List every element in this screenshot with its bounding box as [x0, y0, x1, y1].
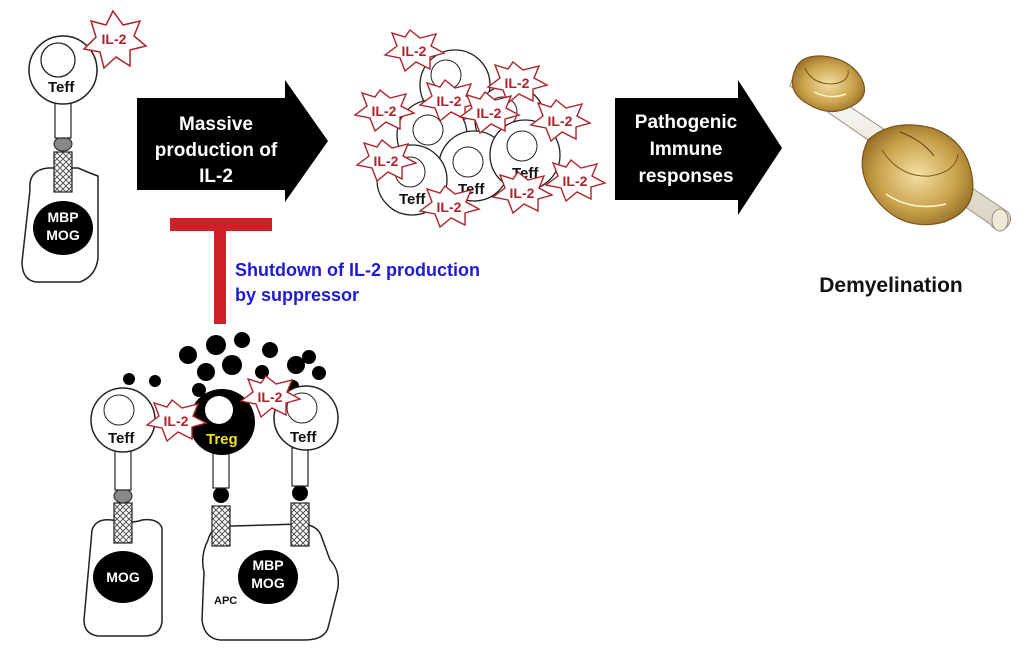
il2-star-bottom-left: IL-2 [145, 398, 208, 443]
il2-label: IL-2 [102, 31, 127, 47]
teff-label-left: Teff [108, 430, 135, 447]
il2-label-c3: IL-2 [437, 93, 462, 109]
demyelinated-nerve-image [789, 55, 1012, 232]
pathogenic-text-line3: responses [638, 166, 733, 187]
antigen-mog-disc-left [93, 551, 153, 603]
antigen-mbp-mog-disc [33, 201, 93, 255]
il2-star-cluster-9: IL-2 [491, 170, 554, 215]
il2-star-bottom-right: IL-2 [239, 374, 302, 419]
teff-nucleus-left [103, 394, 135, 426]
antigen-mog-label-left: MOG [106, 569, 140, 585]
massive-production-arrow: Massive production of IL-2 [137, 80, 328, 202]
mhc-mesh [53, 151, 73, 193]
il2-label-b1: IL-2 [164, 413, 189, 429]
arrow-text-line1: Massive [179, 114, 253, 135]
tcr-stalk-right [291, 447, 309, 487]
peptide-node-treg [213, 487, 229, 503]
il2-label-c1: IL-2 [402, 43, 427, 59]
il2-label-c10: IL-2 [437, 199, 462, 215]
il2-star-cluster-5: IL-2 [458, 90, 521, 135]
apc-label: APC [214, 595, 237, 607]
antigen-mbp-mog-disc-main [238, 550, 298, 604]
cluster-teff-label-1: Teff [399, 191, 426, 208]
teff-label-right: Teff [290, 429, 317, 446]
suppressor-text-line2: by suppressor [235, 285, 359, 305]
pathogenic-text-line2: Immune [650, 139, 723, 160]
peptide-node [53, 136, 73, 152]
il2-star-cluster-3: IL-2 [418, 78, 481, 123]
il2-label-c2: IL-2 [505, 75, 530, 91]
il2-label-c8: IL-2 [563, 173, 588, 189]
arrow-text-line3: IL-2 [199, 166, 233, 187]
suppressive-granules [123, 332, 326, 397]
teff-nucleus [40, 42, 76, 78]
treg-label: Treg [206, 431, 238, 448]
inhibition-bar [170, 218, 272, 324]
mhc-mesh-treg [211, 505, 231, 547]
mhc-mesh-right [290, 502, 310, 547]
il2-label-c4: IL-2 [372, 103, 397, 119]
peptide-node-right [292, 485, 308, 501]
il2-label-c9: IL-2 [510, 185, 535, 201]
arrow-text-line2: production of [155, 140, 278, 161]
demyelination-label: Demyelination [819, 274, 963, 297]
il2-label-b2: IL-2 [258, 389, 283, 405]
tcr-stalk-treg [212, 449, 230, 489]
il2-star-cluster-2: IL-2 [486, 60, 549, 105]
treg-nucleus [205, 396, 233, 424]
tcr-stalk [54, 101, 72, 139]
il2-label-c5: IL-2 [477, 105, 502, 121]
il2-label-c6: IL-2 [548, 113, 573, 129]
antigen-mog-label: MOG [46, 227, 80, 243]
tcr-stalk-left [114, 449, 132, 491]
antigen-mbp-label: MBP [47, 209, 78, 225]
il2-label-c7: IL-2 [374, 153, 399, 169]
il2-star-cluster-6: IL-2 [529, 98, 592, 143]
il2-star-cluster-8: IL-2 [544, 158, 607, 203]
mhc-mesh-left [113, 502, 133, 544]
antigen-mbp-label-main: MBP [252, 557, 283, 573]
antigen-mog-label-main: MOG [251, 575, 285, 591]
teff-label: Teff [48, 79, 75, 96]
pathogenic-text-line1: Pathogenic [635, 112, 738, 133]
il2-star-cluster-4: IL-2 [353, 88, 416, 133]
il2-burst-star [82, 9, 148, 70]
il2-star-cluster-10: IL-2 [418, 184, 481, 229]
il2-star-cluster-1: IL-2 [383, 28, 446, 73]
il2-star-cluster-7: IL-2 [355, 138, 418, 183]
teff-apc-pair-top: MBP MOG Teff IL-2 [21, 9, 148, 283]
peptide-node-left [113, 488, 133, 504]
pathogenic-arrow: Pathogenic Immune responses [615, 80, 782, 215]
suppressor-text-line1: Shutdown of IL-2 production [235, 260, 480, 280]
